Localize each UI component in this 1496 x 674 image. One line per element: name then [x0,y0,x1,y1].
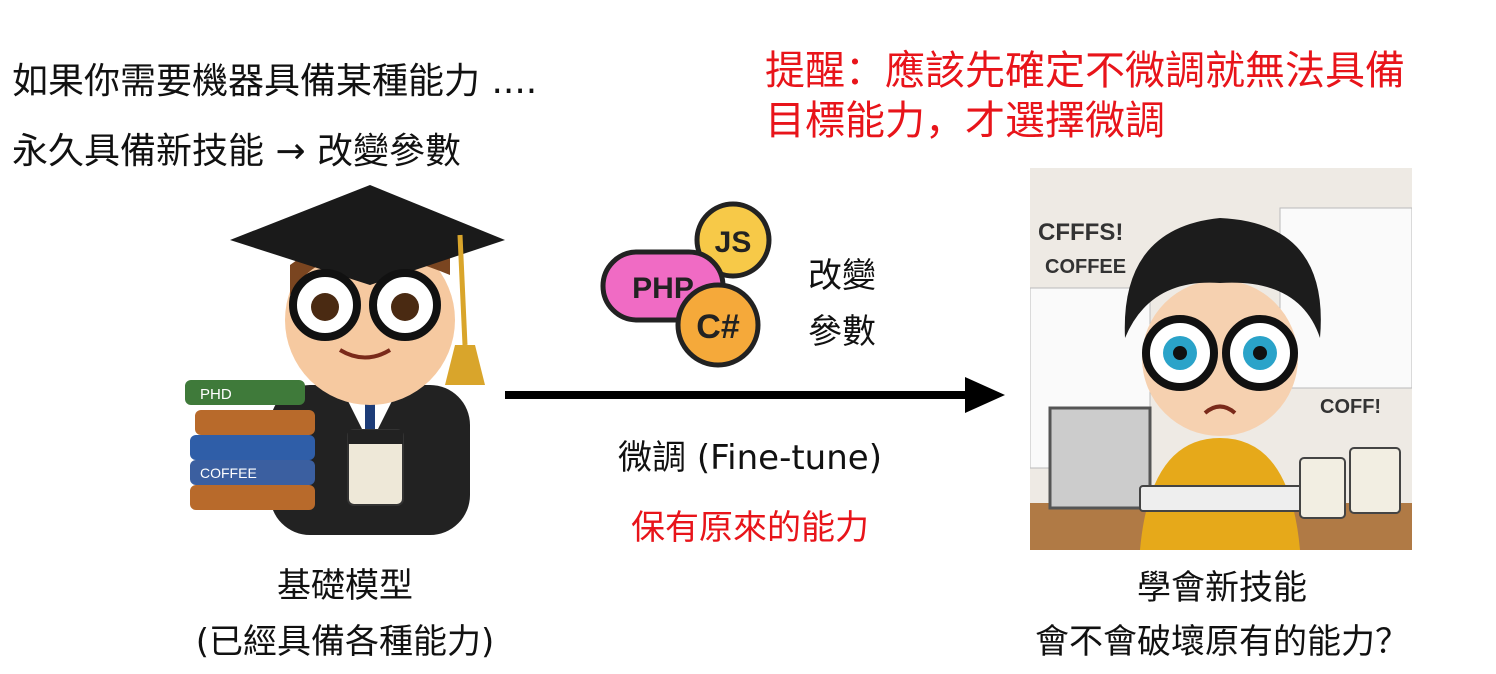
new-model-question: 會不會破壞原有的能力？ [1035,622,1409,662]
book-label-coffee: COFFEE [200,465,257,481]
stressed-coder-illustration: CFFFS! COFFEE COFF! [1030,168,1412,550]
js-icon [694,201,772,279]
graduate-illustration: PHD COFFEE [185,185,505,535]
scribble-2: COFFEE [1045,256,1126,278]
change-params-line-1: 改變 [808,256,876,296]
base-model-title: 基礎模型 [277,566,413,606]
intro-line-2: 永久具備新技能 → 改變參數 [12,131,462,172]
scribble-3: COFF! [1320,396,1381,418]
new-model-title: 學會新技能 [1137,568,1307,608]
svg-text:JS: JS [715,226,752,259]
intro-line-1: 如果你需要機器具備某種能力 .... [12,61,538,102]
change-params-line-2: 參數 [808,312,876,352]
book-label-phd: PHD [200,386,232,403]
csharp-icon [675,282,761,368]
reminder-line-2: 目標能力，才選擇微調 [765,98,1165,144]
keep-abilities-label: 保有原來的能力 [631,508,869,548]
base-model-subtitle: (已經具備各種能力) [195,622,495,662]
fine-tune-arrow [505,377,1005,413]
programming-language-icons: JS PHP C# [600,201,772,368]
svg-text:C#: C# [696,308,740,346]
reminder-line-1: 提醒：應該先確定不微調就無法具備 [765,48,1405,94]
scribble-1: CFFFS! [1038,219,1123,246]
svg-text:PHP: PHP [632,272,694,305]
fine-tune-label: 微調 (Fine-tune) [618,438,882,478]
